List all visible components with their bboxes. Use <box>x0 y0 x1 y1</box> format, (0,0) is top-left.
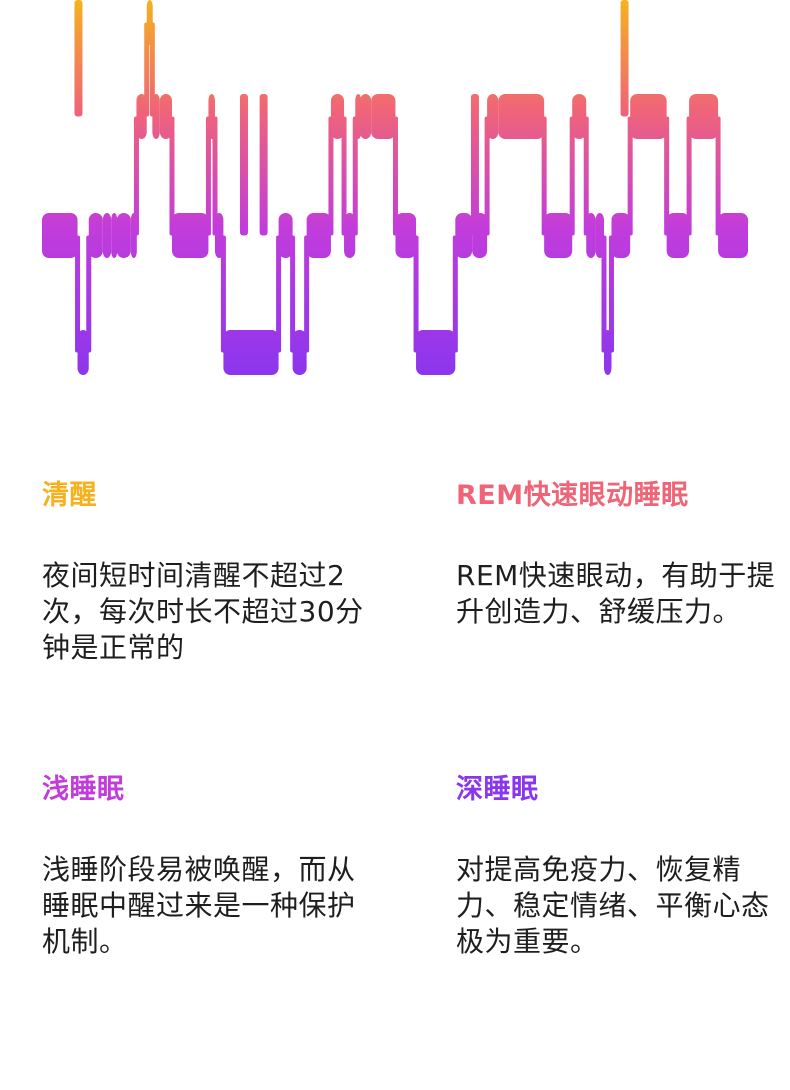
stage-transition-line <box>601 235 607 353</box>
stage-transition-line <box>133 116 139 236</box>
stage-bar-deep <box>77 330 89 375</box>
stage-bar-light <box>116 213 131 258</box>
stage-transition-line <box>276 235 282 353</box>
stage-transition-line <box>608 235 614 353</box>
stage-transition-line <box>413 235 419 353</box>
stage-bar-deep <box>292 330 307 375</box>
stage-bar-deep <box>603 330 612 375</box>
stage-bar-light <box>130 213 137 258</box>
stage-bar-light <box>102 213 112 258</box>
stage-bar-rem <box>371 94 396 139</box>
stage-bar-light <box>171 213 209 258</box>
legend-light: 浅睡眠 浅睡阶段易被唤醒，而从睡眠中醒过来是一种保护机制。 <box>42 772 372 960</box>
stage-bar-rem <box>689 94 719 139</box>
stage-bar-light <box>586 213 596 258</box>
stage-transition-line <box>205 116 211 236</box>
stage-bar-light <box>611 213 631 258</box>
stage-spike-rem <box>470 94 479 236</box>
stage-transition-line <box>627 116 633 236</box>
legend-awake-title: 清醒 <box>42 480 97 511</box>
stage-bar-light <box>718 213 748 258</box>
sleep-stage-chart <box>0 0 790 400</box>
stage-transition-line <box>392 116 398 236</box>
stage-transition-line <box>304 235 310 353</box>
stage-bar-rem <box>355 94 362 139</box>
stage-transition-line <box>212 116 218 236</box>
legend-awake: 清醒 夜间短时间清醒不超过2次，每次时长不超过30分钟是正常的 <box>42 478 372 666</box>
stage-bar-deep <box>223 330 279 375</box>
stage-bar-light <box>395 213 417 258</box>
stage-bar-rem <box>630 94 667 139</box>
stage-transition-line <box>169 116 175 236</box>
stage-transition-line <box>541 116 547 236</box>
stage-bar-rem <box>330 94 345 139</box>
stage-spike-awake <box>74 0 83 117</box>
stage-bar-awake <box>146 0 153 45</box>
stage-bar-light <box>88 213 103 258</box>
stage-bar-light <box>42 213 78 258</box>
stage-bar-deep <box>416 330 456 375</box>
stage-transition-line <box>484 116 490 236</box>
stage-transition-line <box>664 116 670 236</box>
stage-bar-rem <box>208 94 215 139</box>
stage-bar-rem <box>159 94 172 139</box>
stage-bar-rem <box>136 94 147 139</box>
stage-bar-light <box>111 213 118 258</box>
stage-bars <box>42 0 748 375</box>
stage-transition-line <box>75 235 81 353</box>
stage-transition-line <box>86 235 92 353</box>
legend-deep-description: 对提高免疫力、恢复精力、稳定情绪、平衡心态极为重要。 <box>456 853 770 958</box>
stage-transition-line <box>341 116 347 236</box>
legend-rem: REM快速眼动睡眠 REM快速眼动，有助于提升创造力、舒缓压力。 <box>456 478 786 630</box>
stage-bar-light <box>544 213 573 258</box>
legend-deep-title: 深睡眠 <box>456 774 539 805</box>
stage-spike-rem <box>239 94 248 236</box>
stage-bar-light <box>455 213 473 258</box>
stage-bar-rem <box>487 94 499 139</box>
legend-rem-description: REM快速眼动，有助于提升创造力、舒缓压力。 <box>456 559 776 628</box>
stage-spike-rem <box>259 94 268 236</box>
stage-transition-line <box>144 22 150 117</box>
legend-light-description: 浅睡阶段易被唤醒，而从睡眠中醒过来是一种保护机制。 <box>42 853 356 958</box>
stage-bar-rem <box>152 94 160 139</box>
stage-transition-line <box>220 235 226 353</box>
legend-awake-description: 夜间短时间清醒不超过2次，每次时长不超过30分钟是正常的 <box>42 559 364 664</box>
stage-transition-line <box>715 116 721 236</box>
legend-light-title: 浅睡眠 <box>42 774 125 805</box>
stage-transition-line <box>352 116 358 236</box>
hypnogram-svg <box>42 0 748 375</box>
stage-bar-rem <box>498 94 545 139</box>
stage-transition-line <box>290 235 296 353</box>
legend-rem-title: REM快速眼动睡眠 <box>456 480 689 511</box>
stage-bar-light <box>344 213 356 258</box>
stage-transition-lines <box>75 22 721 353</box>
stage-bar-rem <box>572 94 587 139</box>
stage-bar-light <box>214 213 224 258</box>
stage-transition-line <box>328 116 334 236</box>
stage-transition-line <box>452 235 458 353</box>
stage-transition-line <box>686 116 692 236</box>
stage-bar-rem <box>359 94 372 139</box>
stage-transition-line <box>583 116 589 236</box>
stage-bar-light <box>595 213 604 258</box>
stage-transition-line <box>569 116 575 236</box>
stage-spike-awake <box>620 0 629 117</box>
stage-bar-light <box>278 213 293 258</box>
stage-bar-light <box>666 213 690 258</box>
legend-deep: 深睡眠 对提高免疫力、恢复精力、稳定情绪、平衡心态极为重要。 <box>456 772 786 960</box>
stage-bar-light <box>306 213 331 258</box>
stage-transition-line <box>149 22 155 117</box>
